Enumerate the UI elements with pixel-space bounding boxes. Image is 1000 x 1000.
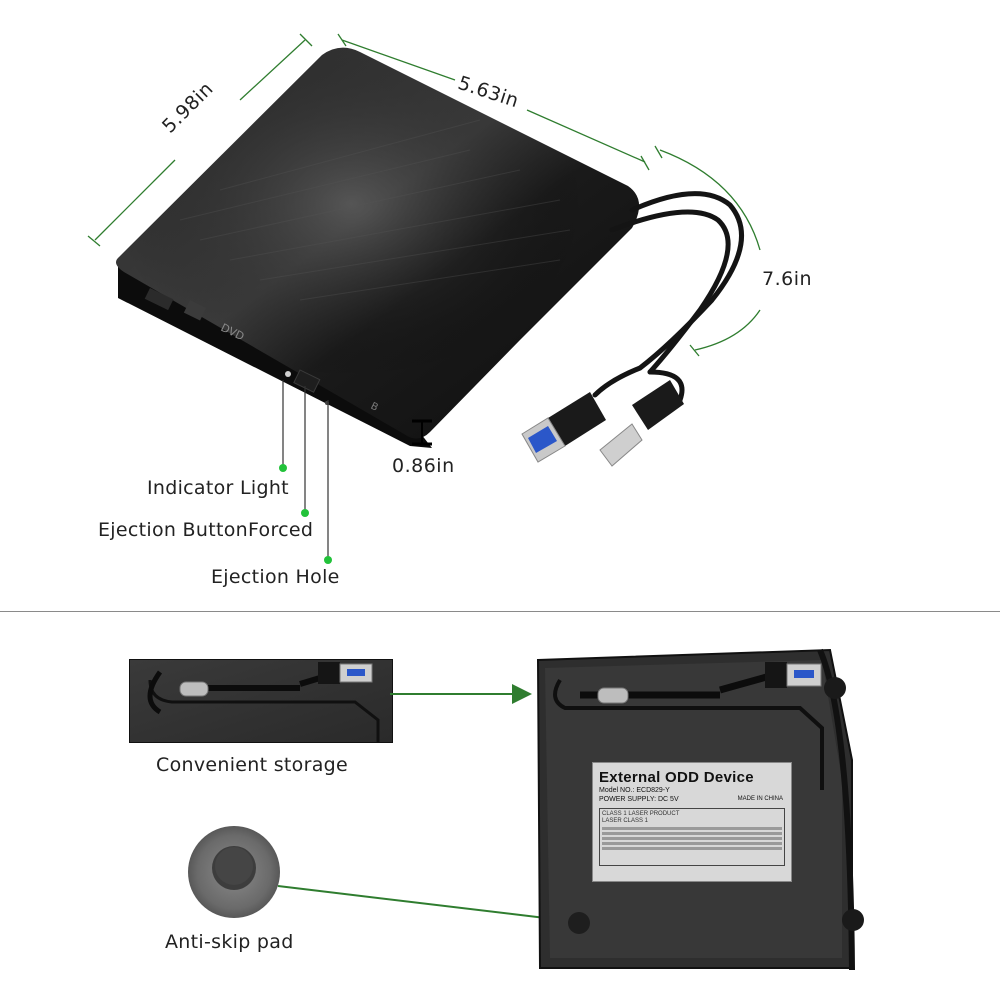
usb-cable (592, 191, 745, 403)
fine-print-line (602, 827, 782, 830)
fine-print-line (602, 847, 782, 850)
rubber-foot-top (824, 677, 846, 699)
indicator-light-label: Indicator Light (147, 477, 289, 499)
device-label-warning-box: CLASS 1 LASER PRODUCT LASER CLASS 1 (599, 808, 785, 866)
fine-print-line (602, 837, 782, 840)
dimension-lines (87, 33, 761, 357)
height-dimension: 0.86in (392, 455, 455, 477)
fine-print-line (602, 832, 782, 835)
storage-closeup-photo (129, 659, 393, 743)
callout-dot-indicator (279, 464, 287, 472)
usb-a-plug-icon (521, 392, 606, 463)
ejection-hole-label: Ejection Hole (211, 566, 340, 588)
device-label-origin: MADE IN CHINA (737, 796, 783, 802)
fine-print-line (602, 842, 782, 845)
eject-button (293, 369, 321, 393)
dvd-logo-icon (183, 300, 207, 321)
usb-c-plug-icon (599, 380, 684, 467)
anti-skip-pad-label: Anti-skip pad (165, 931, 294, 953)
optical-drive: DVD B (116, 47, 640, 448)
callout-dot-button (301, 509, 309, 517)
anti-skip-pad-closeup (188, 826, 280, 918)
callout-leaders (282, 380, 329, 560)
front-badge (144, 288, 174, 311)
height-indicator (412, 419, 432, 446)
device-label-sticker: External ODD Device Model NO.: ECD829-Y … (592, 762, 792, 882)
rubber-foot-bottom (842, 909, 864, 931)
device-label-laser-product: CLASS 1 LASER PRODUCT (602, 811, 680, 817)
callout-dot-hole (324, 556, 332, 564)
cable-length-dimension: 7.6in (762, 268, 813, 290)
indicator-light (285, 371, 291, 377)
drive-underside-photo (536, 648, 864, 971)
bluray-logo-icon: B (369, 401, 380, 414)
anti-skip-pad (568, 912, 590, 934)
device-label-model: Model NO.: ECD829-Y (599, 787, 670, 794)
device-label-laser-class: LASER CLASS 1 (602, 818, 649, 824)
ejection-button-label: Ejection ButtonForced (98, 519, 314, 541)
convenient-storage-label: Convenient storage (156, 754, 348, 776)
device-label-title: External ODD Device (599, 769, 754, 786)
section-divider (0, 611, 1000, 612)
device-label-power: POWER SUPPLY: DC 5V (599, 796, 679, 803)
anti-skip-arrow (277, 885, 566, 929)
brushed-texture (179, 119, 571, 301)
